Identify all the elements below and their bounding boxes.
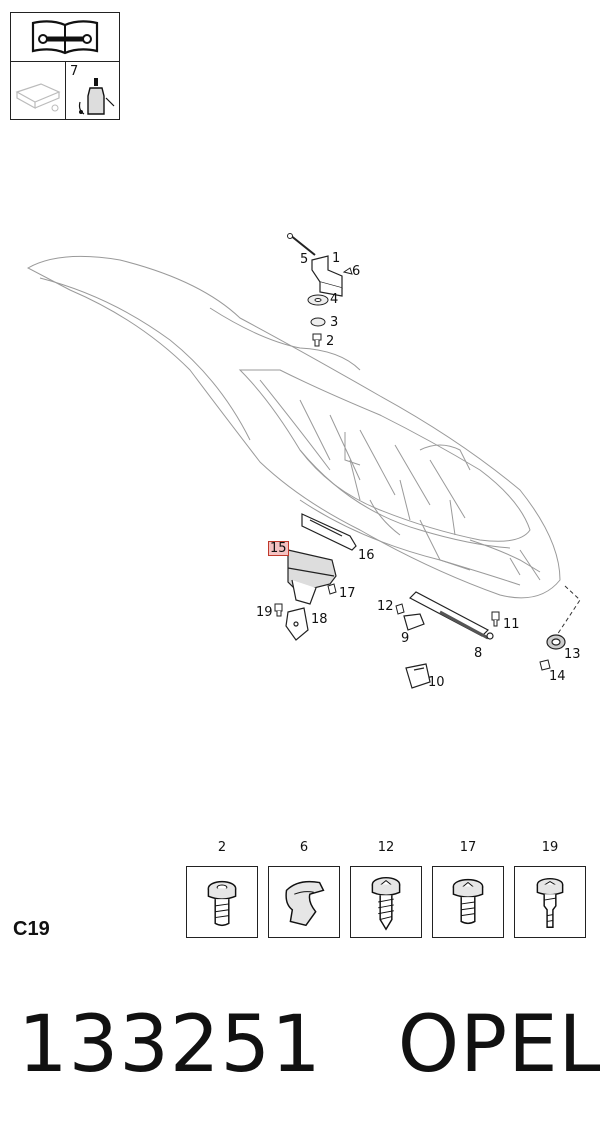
callout-2: 2 <box>326 334 335 349</box>
callout-9: 9 <box>401 631 410 646</box>
flange-screw-icon <box>536 877 564 929</box>
fastener-label-2: 2 <box>217 840 227 855</box>
section-code: C19 <box>13 918 50 940</box>
callout-11: 11 <box>503 617 520 632</box>
fastener-label-12: 12 <box>377 840 395 855</box>
fastener-box-19 <box>514 866 586 938</box>
brand-name: OPEL <box>397 1000 600 1090</box>
callout-16: 16 <box>358 548 375 563</box>
callout-10: 10 <box>428 675 445 690</box>
fastener-label-6: 6 <box>299 840 309 855</box>
repair-manual-icon <box>11 13 119 62</box>
callout-14: 14 <box>549 669 566 684</box>
fastener-label-19: 19 <box>541 840 559 855</box>
fastener-label-17: 17 <box>459 840 477 855</box>
flange-bolt-icon <box>207 880 237 927</box>
callout-1: 1 <box>332 251 341 266</box>
callout-18: 18 <box>311 612 328 627</box>
callout-8: 8 <box>474 646 483 661</box>
fastener-box-17 <box>432 866 504 938</box>
icon-number: 7 <box>70 64 79 79</box>
part-number: 133251 <box>18 1000 322 1090</box>
callout-5: 5 <box>300 252 309 267</box>
callout-15[interactable]: 15 <box>268 541 289 556</box>
callout-12: 12 <box>377 599 394 614</box>
callout-17: 17 <box>339 586 356 601</box>
self-tapping-screw-icon <box>371 876 401 931</box>
callout-3: 3 <box>330 315 339 330</box>
tailgate-drawing <box>26 233 581 689</box>
fastener-box-6 <box>268 866 340 938</box>
callout-6: 6 <box>352 264 361 279</box>
removal-icon <box>11 62 66 119</box>
lubricant-bottle-icon: 7 <box>66 62 119 119</box>
tailgate-exploded-diagram: 5 1 6 4 3 2 16 15 17 19 18 12 11 9 8 13 … <box>0 200 600 720</box>
clip-icon <box>285 880 325 927</box>
callout-4: 4 <box>330 292 339 307</box>
fastener-box-2 <box>186 866 258 938</box>
flange-bolt-icon <box>452 878 484 925</box>
info-icon-box: 7 <box>10 12 120 120</box>
callout-19: 19 <box>256 605 273 620</box>
fastener-box-12 <box>350 866 422 938</box>
callout-13: 13 <box>564 647 581 662</box>
part-number-line: 133251 OPEL <box>18 1000 600 1090</box>
